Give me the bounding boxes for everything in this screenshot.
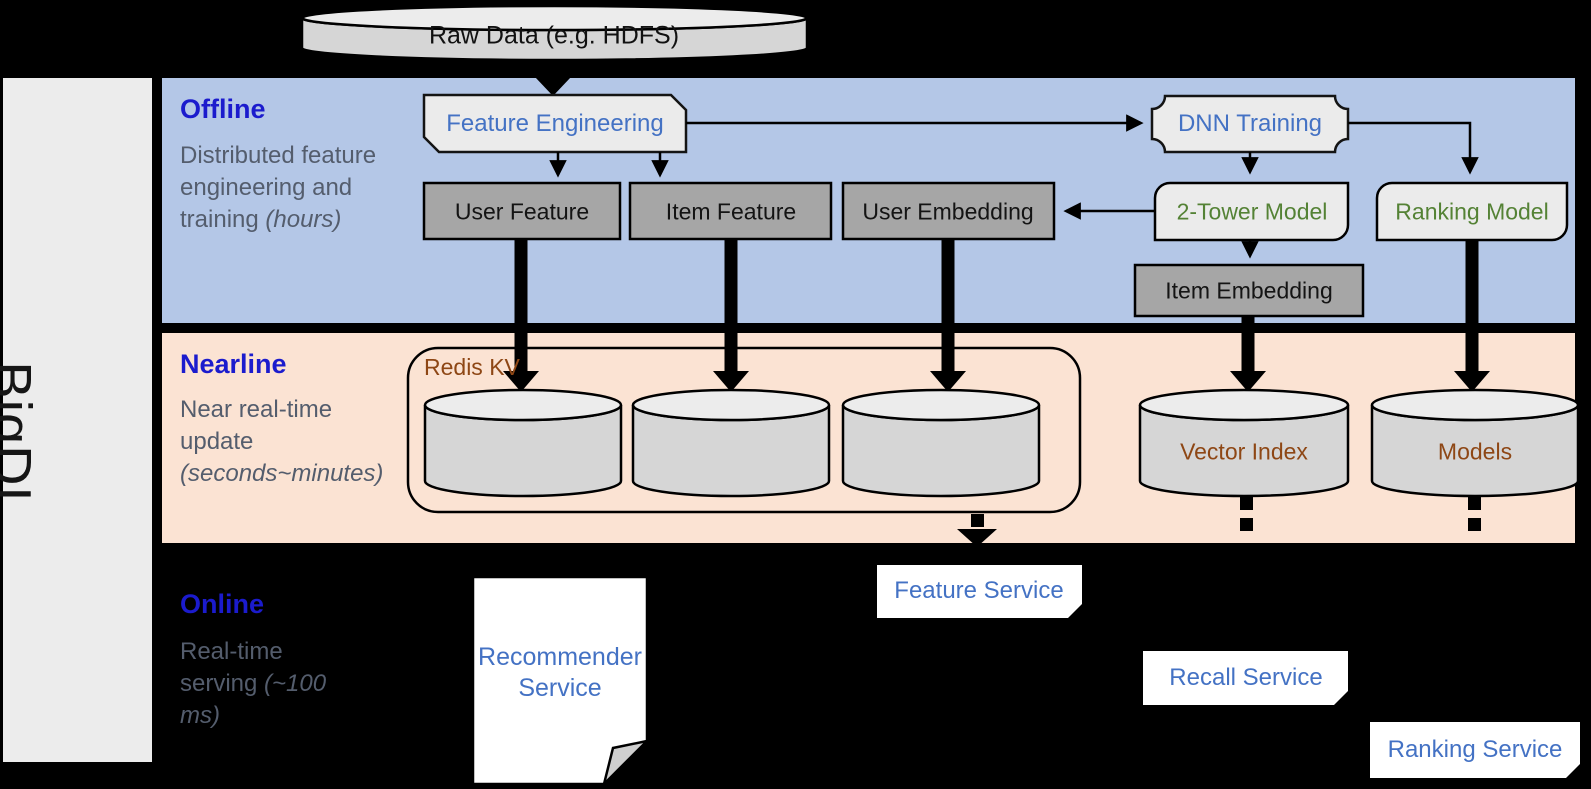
user-embedding-box bbox=[841, 181, 1056, 241]
arrow-user-feature-to-kv bbox=[503, 371, 539, 392]
arrow-kv-to-feature-service bbox=[957, 529, 997, 547]
kv-cylinder-3 bbox=[841, 388, 1041, 498]
recall-service-label: Recall Service bbox=[1169, 664, 1323, 691]
nearline-section-subtitle: Near real-time update (seconds~minutes) bbox=[180, 394, 392, 490]
ranking-service-box bbox=[1370, 722, 1580, 778]
thin-connectors bbox=[549, 114, 1479, 259]
bigdl-brand-bar bbox=[3, 78, 152, 762]
offline-section-subtitle: Distributed feature engineering and trai… bbox=[180, 140, 385, 236]
nearline-section-title: Nearline bbox=[180, 349, 287, 379]
offline-subtitle-italic: (hours) bbox=[265, 205, 342, 233]
ranking-model-box bbox=[1375, 181, 1569, 242]
nearline-subtitle-text: Near real-time update bbox=[180, 396, 333, 455]
ranking-service-label: Ranking Service bbox=[1387, 736, 1563, 763]
nearline-subtitle-italic: (seconds~minutes) bbox=[180, 459, 384, 487]
two-tower-model-box bbox=[1153, 181, 1350, 242]
online-section-subtitle: Real-time serving (~100 ms) bbox=[180, 636, 345, 732]
kv-cylinder-2 bbox=[631, 388, 831, 498]
dnn-training-box bbox=[1150, 94, 1350, 154]
arrow-user-embedding-to-kv bbox=[930, 371, 966, 392]
kv-cylinder-1 bbox=[423, 388, 623, 498]
dash-models-to-ranking bbox=[1468, 497, 1481, 510]
raw-data-label: Raw Data (e.g. HDFS) bbox=[428, 21, 680, 50]
two-tower-model-label: 2-Tower Model bbox=[1176, 198, 1328, 225]
online-section-title: Online bbox=[180, 589, 265, 619]
vector-index-label: Vector Index bbox=[1180, 438, 1308, 465]
item-embedding-box bbox=[1133, 263, 1365, 318]
dashed-connectors bbox=[957, 497, 1481, 547]
online-subtitle-italic: (~100 ms) bbox=[180, 669, 327, 729]
vector-index-cylinder bbox=[1138, 388, 1350, 498]
models-label: Models bbox=[1437, 438, 1513, 465]
redis-kv-container bbox=[406, 346, 1082, 514]
arrow-item-feature-to-kv bbox=[713, 371, 749, 392]
arrow-dnn-to-ranking-model bbox=[1348, 121, 1479, 175]
redis-kv-label: Redis KV bbox=[424, 354, 520, 380]
feature-service-box bbox=[877, 565, 1082, 618]
ranking-model-label: Ranking Model bbox=[1395, 198, 1549, 225]
dnn-training-label: DNN Training bbox=[1177, 110, 1323, 137]
user-feature-label: User Feature bbox=[454, 198, 590, 225]
user-embedding-label: User Embedding bbox=[862, 198, 1034, 225]
bigdl-text: BigDL bbox=[0, 361, 44, 519]
dash-vector-index-to-recall bbox=[1240, 497, 1253, 510]
recall-service-box bbox=[1143, 651, 1348, 705]
models-cylinder bbox=[1370, 388, 1580, 498]
feature-service-label: Feature Service bbox=[894, 577, 1064, 604]
thick-arrows bbox=[503, 238, 1490, 392]
item-feature-label: Item Feature bbox=[665, 198, 797, 225]
redis-cylinders bbox=[423, 388, 1041, 498]
feature-engineering-label: Feature Engineering bbox=[446, 110, 664, 137]
feature-engineering-box bbox=[422, 93, 688, 154]
recommender-service-doc bbox=[471, 575, 651, 789]
item-embedding-label: Item Embedding bbox=[1165, 277, 1333, 304]
offline-section-title: Offline bbox=[180, 94, 266, 124]
arrow-rawdata-to-fe bbox=[535, 60, 571, 96]
offline-subtitle-text: Distributed feature engineering and trai… bbox=[180, 142, 377, 233]
arrow-ranking-model-to-models bbox=[1454, 371, 1490, 392]
item-feature-box bbox=[628, 181, 833, 241]
recommender-service-label: Recommender Service bbox=[478, 642, 642, 702]
raw-data-cylinder bbox=[300, 4, 809, 62]
user-feature-box bbox=[422, 181, 622, 241]
arrow-item-embedding-to-vector-index bbox=[1230, 371, 1266, 392]
online-subtitle-text: Real-time serving bbox=[180, 638, 283, 697]
